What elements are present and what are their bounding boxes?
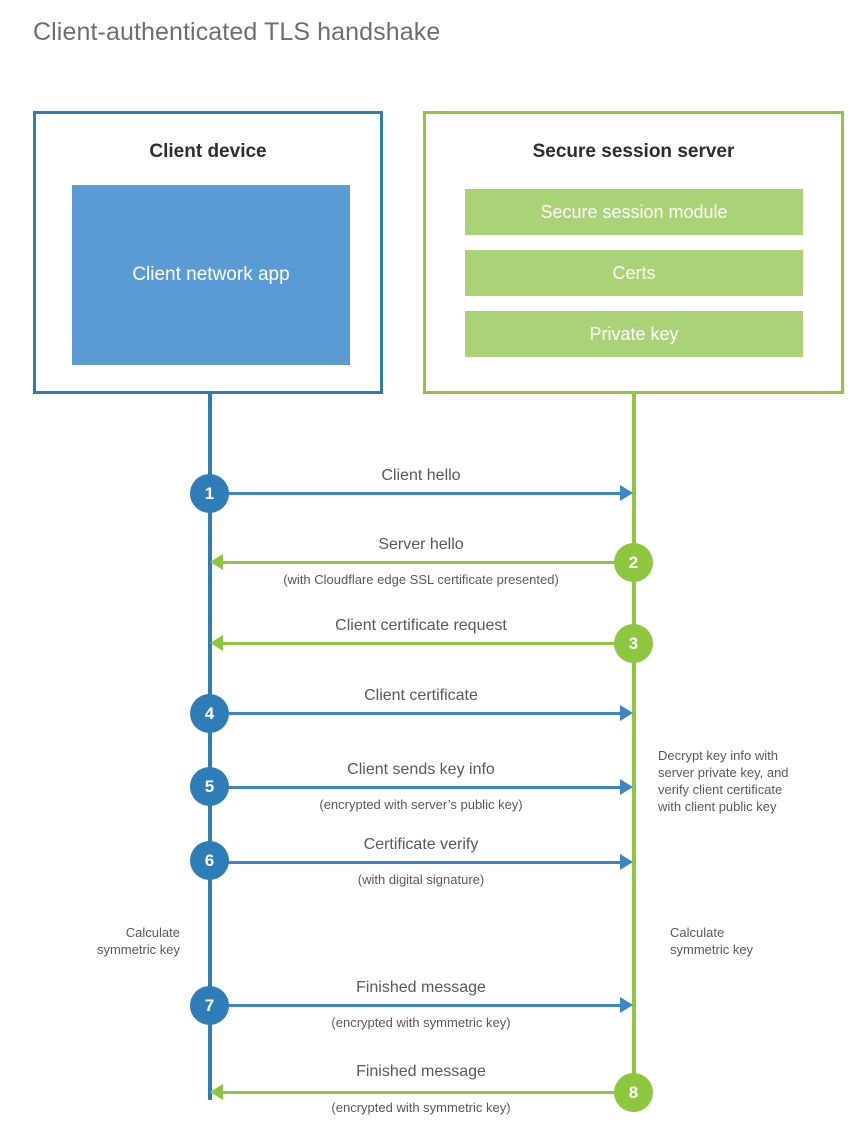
page-title: Client-authenticated TLS handshake [33,18,441,46]
step-6-label: Certificate verify [363,836,479,853]
step-8-sublabel: (encrypted with symmetric key) [331,1100,511,1115]
step-3-arrow-line [218,642,616,645]
step-8-arrow-line [218,1091,616,1094]
step-2-circle: 2 [614,543,653,582]
step-8-circle: 8 [614,1073,653,1112]
client-calc-line-1: Calculate [125,925,180,940]
server-calculate-key-annotation: Calculate symmetric key [670,924,860,958]
server-decrypt-annotation: Decrypt key info with server private key… [658,747,858,815]
step-4-circle: 4 [190,694,229,733]
server-calc-line-1: Calculate [670,925,725,940]
step-5-sublabel: (encrypted with server’s public key) [319,797,523,812]
secure-session-server-box: Secure session server Secure session mod… [423,111,844,394]
client-lifeline [208,394,212,1100]
step-6-circle: 6 [190,841,229,880]
server-lifeline [632,394,636,1093]
step-7-arrow-line [210,1004,620,1007]
step-5-circle: 5 [190,767,229,806]
step-3-label: Client certificate request [335,617,507,634]
server-module-list: Secure session module Certs Private key [465,189,803,357]
step-4-label: Client certificate [364,687,478,704]
server-module-secure-session: Secure session module [465,189,803,235]
client-calculate-key-annotation: Calculate symmetric key [0,924,180,958]
step-8-label: Finished message [356,1063,486,1080]
server-decrypt-line-2: server private key, and [658,765,789,780]
step-5-label: Client sends key info [347,761,495,778]
step-2-arrow-line [218,561,616,564]
client-network-app-block: Client network app [72,185,350,365]
step-4-arrow-line [210,712,620,715]
server-module-private-key: Private key [465,311,803,357]
step-2-label: Server hello [378,536,464,553]
step-5-arrow-line [210,786,620,789]
step-1-circle: 1 [190,474,229,513]
step-7-label: Finished message [356,979,486,996]
secure-session-server-title: Secure session server [532,141,735,162]
server-decrypt-line-4: with client public key [658,799,777,814]
step-6-arrow-line [210,861,620,864]
step-6-sublabel: (with digital signature) [357,872,485,887]
step-6-arrow-head [620,854,633,870]
step-1-arrow-line [210,492,620,495]
step-2-arrow-head [210,554,223,570]
server-calc-line-2: symmetric key [670,942,754,957]
step-3-circle: 3 [614,624,653,663]
step-7-sublabel: (encrypted with symmetric key) [331,1015,511,1030]
step-3-arrow-head [210,635,223,651]
client-calc-line-2: symmetric key [96,942,180,957]
step-8-arrow-head [210,1084,223,1100]
step-4-arrow-head [620,705,633,721]
step-7-arrow-head [620,997,633,1013]
step-7-circle: 7 [190,986,229,1025]
client-device-title: Client device [149,141,267,162]
step-5-arrow-head [620,779,633,795]
server-decrypt-line-3: verify client certificate [658,782,783,797]
server-module-certs: Certs [465,250,803,296]
step-2-sublabel: (with Cloudflare edge SSL certificate pr… [283,572,559,587]
step-1-arrow-head [620,485,633,501]
client-device-box: Client device Client network app [33,111,383,394]
step-1-label: Client hello [381,467,461,484]
server-decrypt-line-1: Decrypt key info with [658,748,778,763]
